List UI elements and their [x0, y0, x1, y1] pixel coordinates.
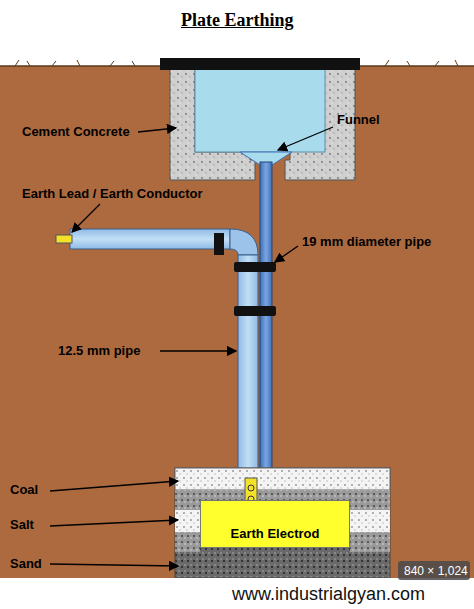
earth-electrode-plate: Earth Electrod: [200, 500, 350, 548]
watermark: www.industrialgyan.com: [232, 584, 425, 605]
part-label: 12.5 mm pipe: [58, 343, 140, 358]
part-label: Earth Lead / Earth Conductor: [22, 186, 203, 201]
layer-label: Salt: [10, 517, 34, 532]
part-label: Cement Concrete: [22, 124, 130, 139]
diagram-title: Plate Earthing: [181, 10, 294, 31]
layer-label: Coal: [10, 482, 38, 497]
image-size-badge: 840 × 1,024: [404, 564, 468, 578]
part-label: Funnel: [337, 112, 380, 127]
node-label: Earth Electrod: [231, 526, 320, 547]
part-label: 19 mm diameter pipe: [302, 234, 431, 249]
layer-label: Sand: [10, 556, 42, 571]
